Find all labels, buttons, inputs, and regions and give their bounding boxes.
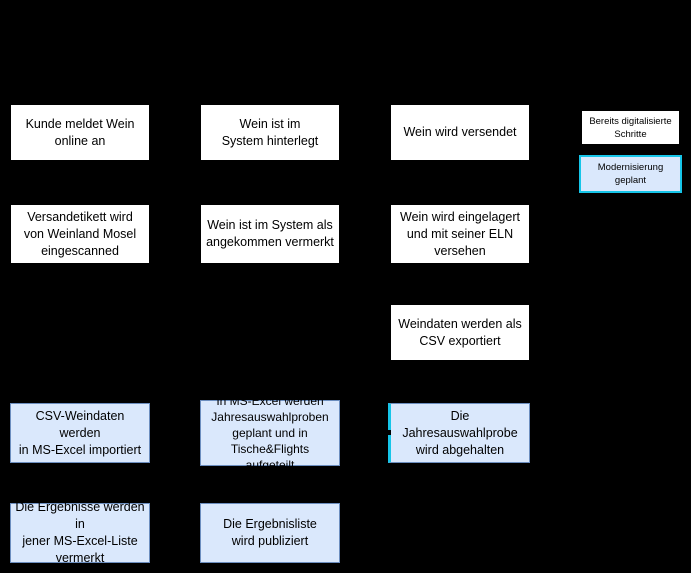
node-wein-angekommen-vermerkt[interactable]: Wein ist im System als angekommen vermer… (200, 204, 340, 264)
node-versandetikett-wird-eingescanned[interactable]: Versandetikett wird von Weinland Mosel e… (10, 204, 150, 264)
legend-item-bereits-digitalisiert[interactable]: Bereits digitalisierte Schritte (581, 110, 680, 145)
selection-handle-left[interactable] (386, 430, 391, 435)
node-wein-ist-im-system-hinterlegt[interactable]: Wein ist im System hinterlegt (200, 104, 340, 161)
node-csv-weindaten-importiert[interactable]: CSV-Weindaten werden in MS-Excel importi… (10, 403, 150, 463)
node-wein-wird-versendet[interactable]: Wein wird versendet (390, 104, 530, 161)
legend-item-modernisierung-geplant[interactable]: Modernisierung geplant (579, 155, 682, 193)
node-kunde-meldet-wein-online-an[interactable]: Kunde meldet Wein online an (10, 104, 150, 161)
node-weindaten-csv-exportiert[interactable]: Weindaten werden als CSV exportiert (390, 304, 530, 361)
node-ergebnisse-vermerkt[interactable]: Die Ergebnisse werden in jener MS-Excel-… (10, 500, 150, 565)
node-wein-eingelagert-eln[interactable]: Wein wird eingelagert und mit seiner ELN… (390, 204, 530, 264)
node-jahresauswahlproben-geplant[interactable]: In MS-Excel werden Jahresauswahlproben g… (200, 394, 340, 472)
node-ergebnisliste-publiziert[interactable]: Die Ergebnisliste wird publiziert (200, 503, 340, 563)
node-jahresauswahlprobe-abgehalten[interactable]: Die Jahresauswahlprobe wird abgehalten (388, 403, 530, 463)
